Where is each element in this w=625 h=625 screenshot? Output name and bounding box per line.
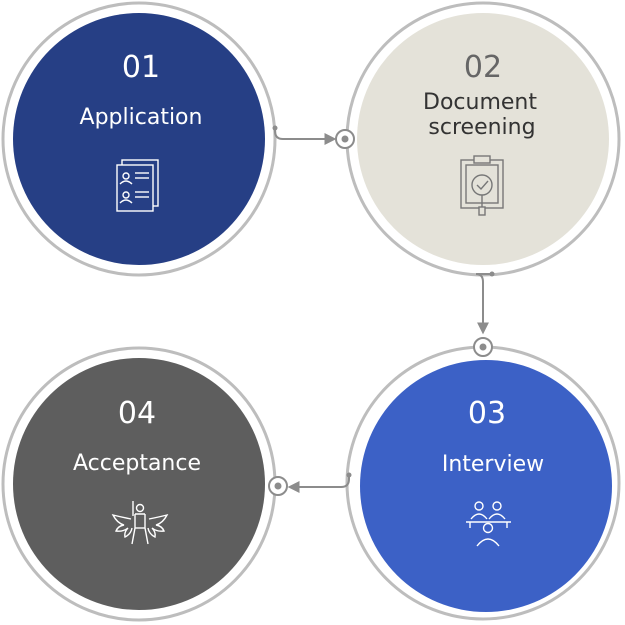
step-document-screening: 02 Document screening <box>345 1 621 277</box>
step-1-number: 01 <box>122 50 160 85</box>
step-3-number: 03 <box>468 396 506 431</box>
arrow-3-to-4 <box>287 475 350 493</box>
step-4-number: 04 <box>118 396 156 431</box>
step-3-circle <box>360 360 612 612</box>
step-2-circle <box>357 13 609 265</box>
step-4-label: Acceptance <box>73 451 201 476</box>
connector-node-3-core <box>274 482 282 490</box>
arrow-2-to-3 <box>475 273 492 335</box>
step-acceptance: 04 Acceptance <box>1 346 277 622</box>
step-interview: 03 Interview <box>345 345 621 621</box>
acceptance-figure-icon <box>111 501 169 545</box>
step-3-label: Interview <box>442 452 544 477</box>
step-application: 01 Application <box>1 1 277 277</box>
connector-1-to-2 <box>272 125 355 149</box>
step-2-label-line-1: Document <box>423 90 537 115</box>
interview-people-icon <box>466 501 511 547</box>
clipboard-check-icon <box>460 155 504 216</box>
step-1-ring <box>1 1 277 277</box>
step-2-number: 02 <box>464 50 502 85</box>
step-2-label-line-2: screening <box>428 115 535 140</box>
application-form-icon <box>116 159 159 212</box>
connector-3-to-4 <box>268 472 352 496</box>
step-1-label: Application <box>80 105 203 130</box>
connector-2-to-3 <box>473 271 495 357</box>
step-4-circle <box>13 358 265 610</box>
connector-node-2-core <box>479 343 487 351</box>
arrow-1-to-2 <box>274 128 337 145</box>
step-1-circle <box>13 13 265 265</box>
connector-node-1-core <box>341 135 349 143</box>
